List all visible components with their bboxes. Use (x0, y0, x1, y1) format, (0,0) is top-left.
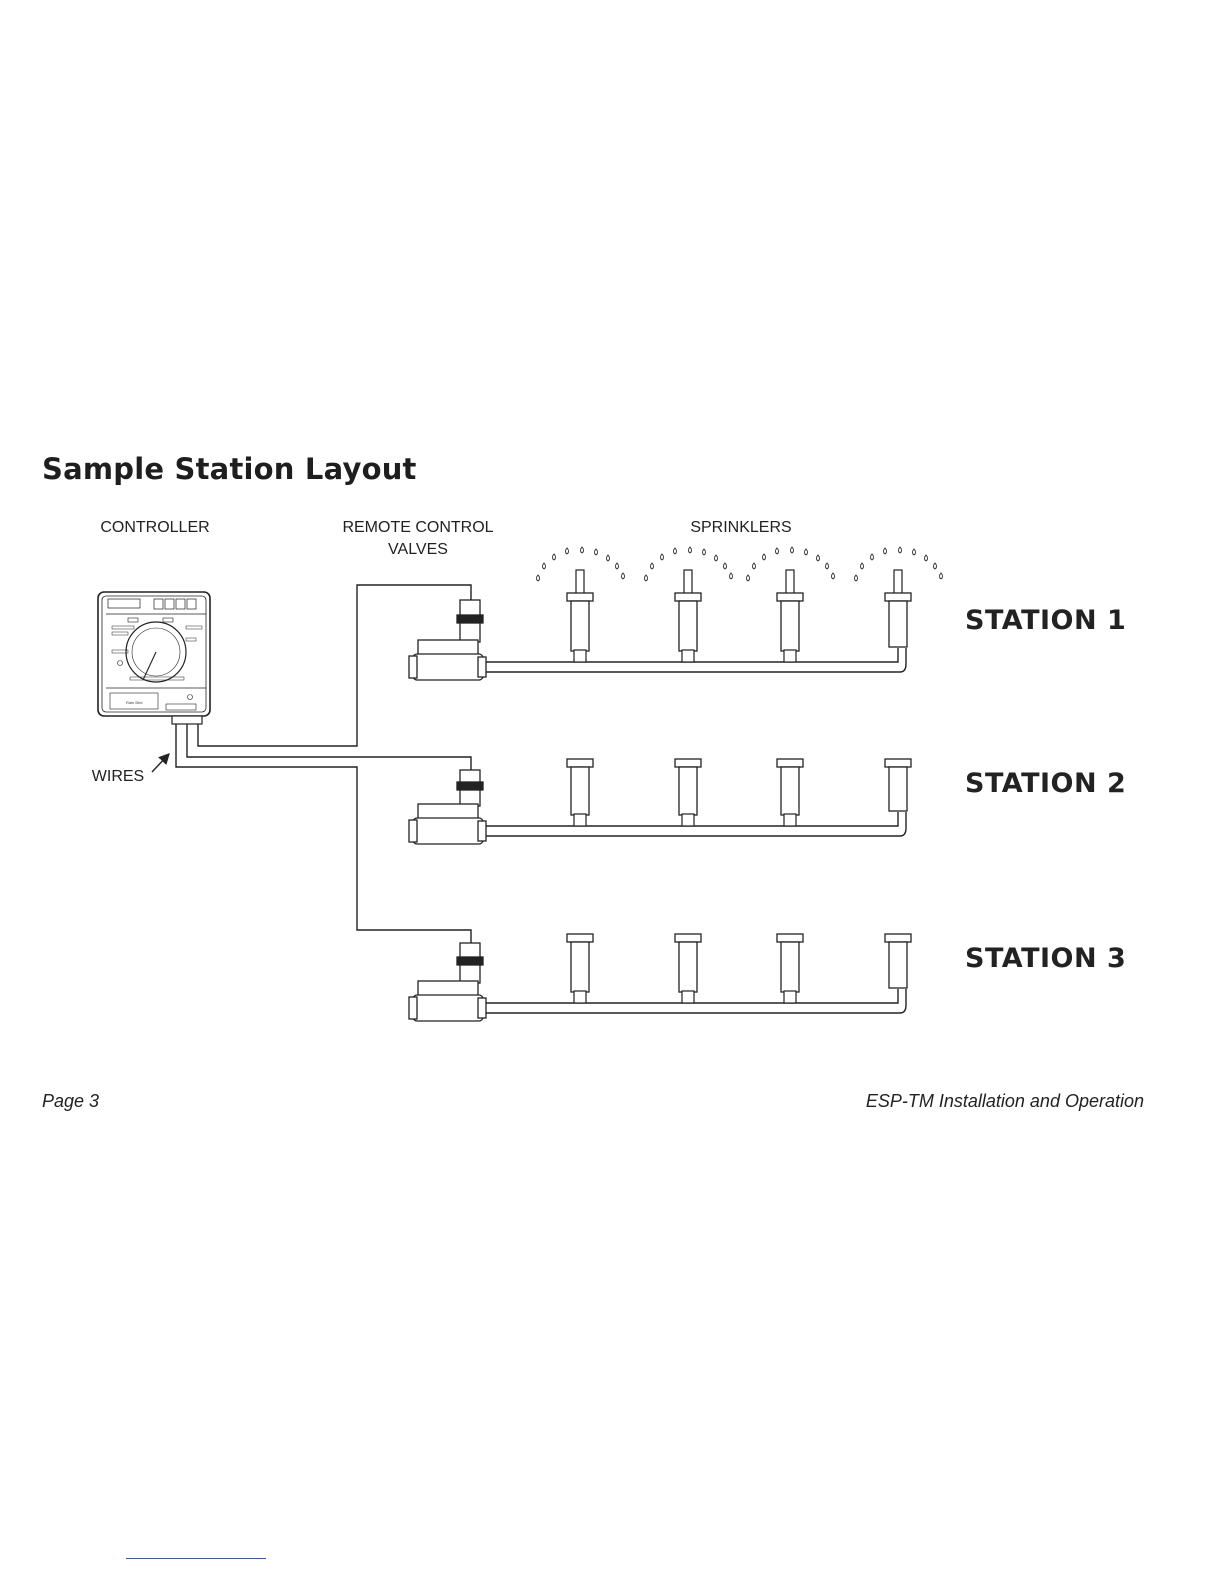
controller-unit: Rain Bird (98, 592, 210, 724)
sprinkler-head (777, 934, 803, 1003)
valve-station-3 (409, 943, 486, 1021)
sprinkler-head (675, 570, 701, 662)
sprinklers-station-3 (567, 934, 911, 1003)
valve-station-2 (409, 770, 486, 844)
page-number: Page 3 (42, 1091, 99, 1112)
sprinkler-head (567, 934, 593, 1003)
sprinkler-head (885, 934, 911, 988)
sprinklers-station-2 (567, 759, 911, 826)
footnote-divider (126, 1558, 266, 1559)
document-title: ESP-TM Installation and Operation (866, 1091, 1144, 1112)
sprinklers-station-1 (567, 570, 911, 662)
sprinkler-head (777, 759, 803, 826)
sprinkler-head (777, 570, 803, 662)
sprinkler-head (675, 759, 701, 826)
sprinkler-head (567, 570, 593, 662)
controller-brand-text: Rain Bird (126, 700, 142, 705)
sprinkler-head (567, 759, 593, 826)
valve-station-1 (409, 600, 486, 680)
spray-droplets (537, 547, 943, 581)
sprinkler-head (885, 570, 911, 647)
sprinkler-head (885, 759, 911, 811)
sprinkler-head (675, 934, 701, 1003)
